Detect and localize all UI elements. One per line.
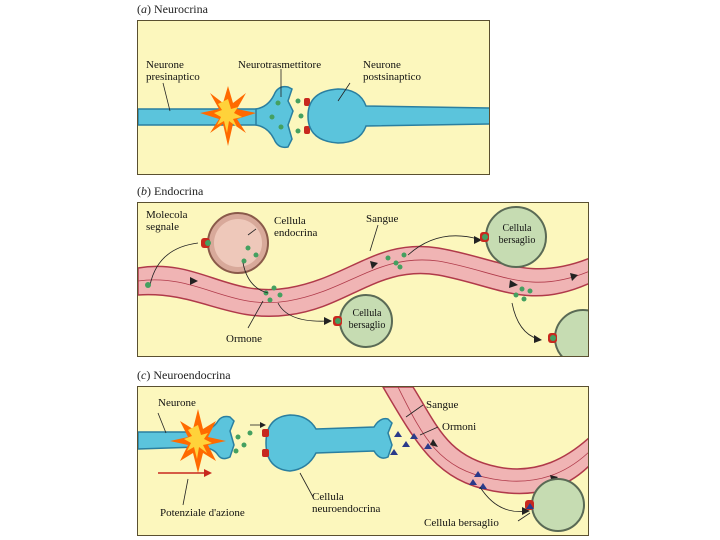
signal-molecule-bound xyxy=(205,240,211,246)
blood-flow-line-c xyxy=(397,387,588,482)
panel-a-letter: a xyxy=(141,2,147,16)
leader-lines-c xyxy=(157,404,531,522)
blood-flow-line xyxy=(138,259,588,304)
neuroendocrine-receptors xyxy=(262,429,269,457)
panel-b-title-text: Endocrina xyxy=(154,184,204,198)
label-postsynaptic: Neurone postsinaptico xyxy=(363,59,422,83)
neuroendocrine-cell xyxy=(265,414,393,472)
neurocrine-diagram xyxy=(138,69,489,149)
postsynaptic-receptors xyxy=(304,98,310,134)
label-blood-c: Sangue xyxy=(426,399,459,411)
label-endocrine-cell: Cellula endocrina xyxy=(274,215,318,239)
label-presynaptic: Neurone presinaptico xyxy=(146,59,200,83)
panel-endocrine: Molecola segnale Cellula endocrina Sangu… xyxy=(137,202,589,357)
leader-lines-b xyxy=(247,224,379,329)
panel-c-letter: c xyxy=(141,368,147,382)
signal-path xyxy=(149,242,199,286)
label-target-cell-c: Cellula bersaglio xyxy=(424,517,499,529)
panel-b-letter: b xyxy=(141,184,147,198)
neurotransmitter-dots-c xyxy=(233,430,253,454)
neurotransmitter-dots xyxy=(269,98,304,134)
leader-lines-a xyxy=(162,69,351,112)
panel-a-title: (a) Neurocrina xyxy=(137,2,208,16)
hormone-triangles xyxy=(390,431,487,489)
panel-a-title-text: Neurocrina xyxy=(154,2,208,16)
label-target-middle: Cellula bersaglio xyxy=(348,308,386,331)
blood-vessel-c xyxy=(382,387,588,495)
blood-vessel xyxy=(138,245,588,317)
panel-neuroendocrine: Neurone Sangue Ormoni Potenziale d'azion… xyxy=(137,386,589,536)
blood-flow-arrows xyxy=(190,261,578,288)
label-target-top: Cellula bersaglio xyxy=(498,223,536,246)
label-neuron-c: Neurone xyxy=(158,397,196,409)
hormone-arrowheads xyxy=(324,236,542,343)
signal-molecule xyxy=(145,282,151,288)
neuroendocrine-diagram xyxy=(138,387,588,532)
label-neurotransmitter: Neurotrasmettitore xyxy=(238,59,322,71)
label-hormone: Ormone xyxy=(226,333,263,345)
label-hormones: Ormoni xyxy=(442,421,477,433)
hormone-dots xyxy=(241,245,533,303)
panel-neurocrine: Neurone presinaptico Neurotrasmettitore … xyxy=(137,20,490,175)
label-signal-molecule: Molecola segnale xyxy=(146,209,188,233)
target-cell-bottom xyxy=(554,309,588,356)
target-cell-c xyxy=(531,478,585,532)
panel-c-title-text: Neuroendocrina xyxy=(153,368,231,382)
label-neuroendocrine-cell: Cellula neuroendocrina xyxy=(312,491,381,515)
label-blood: Sangue xyxy=(366,213,399,225)
action-potential-flash-core xyxy=(214,99,242,133)
panel-c-title: (c) Neuroendocrina xyxy=(137,368,231,382)
action-potential-flash-c-core xyxy=(184,425,212,459)
endocrine-diagram xyxy=(138,206,588,356)
panel-b-title: (b) Endocrina xyxy=(137,184,204,198)
endocrine-cell-inner xyxy=(214,219,262,267)
postsynaptic-neuron xyxy=(307,88,489,144)
label-action-potential: Potenziale d'azione xyxy=(160,507,245,519)
